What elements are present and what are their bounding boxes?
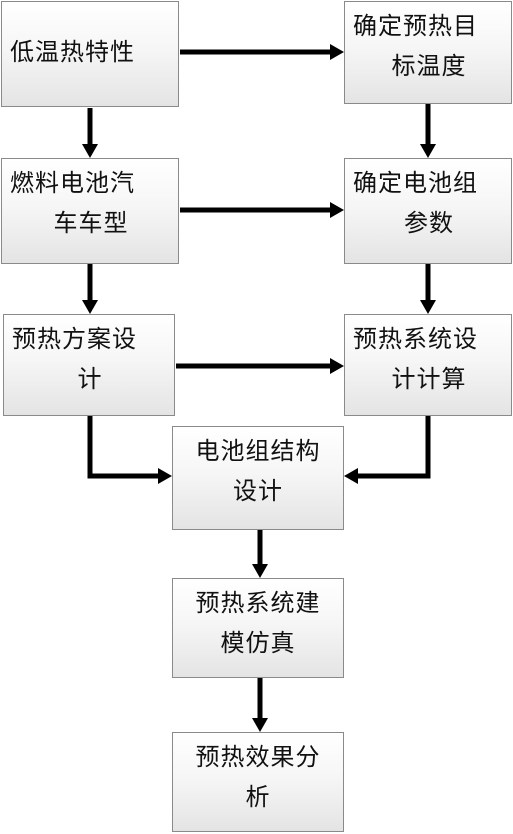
arrowhead	[330, 44, 344, 60]
arrow-scheme-design-to-pack-structure	[87, 416, 162, 479]
node-label: 预热效果分	[195, 743, 321, 771]
node-label: 计计算	[391, 365, 467, 393]
node-low-temp-characteristics: 低温热特性	[1, 1, 179, 107]
node-label: 预热方案设	[12, 325, 137, 353]
node-preheat-effect-analysis: 预热效果分 析	[172, 732, 344, 832]
node-label: 燃料电池汽	[10, 169, 135, 197]
node-label: 预热系统设	[353, 325, 478, 353]
arrowhead	[420, 144, 436, 158]
arrowhead	[252, 718, 268, 732]
node-label: 车车型	[53, 209, 129, 237]
node-fuel-cell-vehicle-type: 燃料电池汽 车车型	[1, 158, 179, 264]
node-label: 确定电池组	[353, 169, 478, 197]
node-label: 标温度	[391, 52, 467, 80]
node-determine-pack-params: 确定电池组 参数	[344, 158, 512, 264]
node-label: 确定预热目	[353, 12, 478, 40]
arrowhead	[252, 564, 268, 578]
arrowhead	[82, 144, 98, 158]
node-determine-preheat-target: 确定预热目 标温度	[344, 1, 512, 104]
node-pack-structure-design: 电池组结构 设计	[172, 426, 344, 530]
node-label: 模仿真	[220, 629, 296, 657]
arrowhead	[330, 358, 344, 374]
node-label: 预热系统建	[195, 589, 321, 617]
arrowhead	[330, 202, 344, 218]
arrowhead	[158, 468, 172, 484]
arrowhead	[82, 300, 98, 314]
node-label: 电池组结构	[195, 437, 321, 465]
node-label: 低温热特性	[10, 38, 135, 66]
node-label: 计	[77, 365, 103, 393]
node-label: 设计	[233, 477, 283, 505]
node-label: 析	[245, 783, 271, 811]
node-preheat-system-calc: 预热系统设 计计算	[344, 314, 512, 416]
arrowhead	[420, 300, 436, 314]
arrow-system-calc-to-pack-structure	[354, 416, 431, 479]
node-preheat-modeling-simulation: 预热系统建 模仿真	[172, 578, 344, 678]
node-label: 参数	[404, 209, 454, 237]
node-preheat-scheme-design: 预热方案设 计	[3, 314, 175, 416]
arrowhead	[344, 468, 358, 484]
